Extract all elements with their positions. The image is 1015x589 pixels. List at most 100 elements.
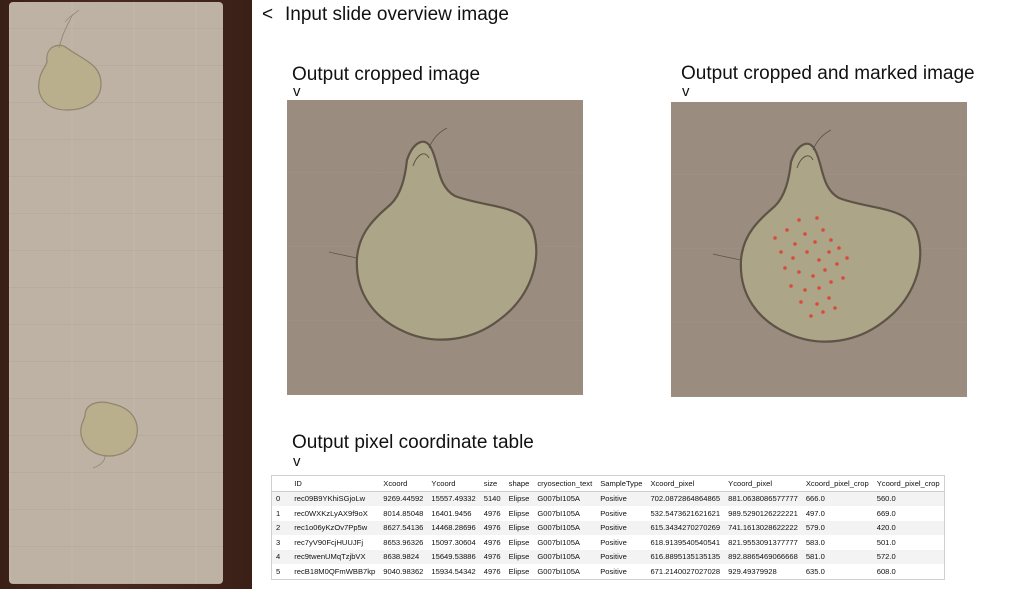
table-header-cell: ID <box>290 475 380 492</box>
table-cell: G007bI105A <box>537 566 580 576</box>
marked-tissue <box>712 129 922 343</box>
marker-dot <box>773 236 777 240</box>
marker-dot <box>797 218 801 222</box>
marker-dot <box>821 310 825 314</box>
table-cell: rec7yV90FcjHUUJFj <box>294 537 364 547</box>
table-cell: Positive <box>596 549 647 564</box>
table-header-cell: Ycoord_pixel <box>724 475 802 492</box>
tissue-section-bottom <box>80 401 138 457</box>
table-cell: rec1o06yKzOv7Pp5w <box>290 520 380 535</box>
table-row-index: 4 <box>271 549 291 564</box>
table-cell: 9040.98362 <box>383 566 424 576</box>
table-row-index: 1 <box>276 508 281 518</box>
marker-dot <box>779 250 783 254</box>
marker-dot <box>789 284 793 288</box>
table-header-cell: Xcoord_pixel <box>646 475 725 492</box>
table-cell: 532.5473621621621 <box>650 508 721 518</box>
marker-dot <box>811 274 815 278</box>
marker-dot <box>817 258 821 262</box>
marker-dot <box>815 302 819 306</box>
marker-dot <box>803 288 807 292</box>
table-cell: 16401.9456 <box>431 508 472 518</box>
table-cell: 608.0 <box>876 566 896 576</box>
table-header-cell: SampleType <box>596 475 647 492</box>
table-cell: 15097.30604 <box>431 537 476 547</box>
table-cell: Elipse <box>508 566 530 576</box>
cropped-image <box>287 100 583 395</box>
marker-dot <box>805 250 809 254</box>
table-cell: 671.2140027027028 <box>650 566 721 576</box>
slide-overview-image <box>0 0 252 589</box>
table-cell: 4976 <box>483 537 501 547</box>
table-cell: Positive <box>600 566 627 576</box>
table-cell: 4976 <box>479 549 505 564</box>
marker-dot <box>829 280 833 284</box>
table-cell: G007bI105A <box>533 491 597 506</box>
marker-dot <box>827 296 831 300</box>
cropped-caret: v <box>293 83 301 100</box>
table-cell: 618.9139540540541 <box>650 537 721 547</box>
marker-dot <box>797 270 801 274</box>
table-row-index: 0 <box>271 491 291 506</box>
cropped-label: Output cropped image <box>292 64 481 85</box>
slide-glass <box>9 2 223 584</box>
table-cell: 572.0 <box>872 549 945 564</box>
marker-dot <box>813 240 817 244</box>
table-cell: 15934.54342 <box>431 566 476 576</box>
table-label: Output pixel coordinate table <box>292 432 534 453</box>
marked-label: Output cropped and marked image <box>681 63 975 84</box>
table-cell: 501.0 <box>876 537 896 547</box>
table-cell: 579.0 <box>801 520 873 535</box>
input-label: Input slide overview image <box>285 4 509 25</box>
marker-dot <box>817 286 821 290</box>
table-cell: Positive <box>596 491 647 506</box>
table-cell: 669.0 <box>876 508 896 518</box>
table-cell: 15557.49332 <box>427 491 480 506</box>
tissue-section-top <box>38 44 102 111</box>
table-cell: 635.0 <box>805 566 825 576</box>
table-cell: 821.9553091377777 <box>728 537 798 547</box>
table-caret: v <box>293 453 301 470</box>
table-cell: 892.8865469066668 <box>724 549 802 564</box>
marker-dot <box>815 216 819 220</box>
table-cell: 8638.9824 <box>379 549 428 564</box>
marker-dot <box>827 250 831 254</box>
table-cell: 15649.53886 <box>427 549 480 564</box>
table-row-index: 2 <box>271 520 291 535</box>
table-cell: Elipse <box>504 549 534 564</box>
table-cell: 8014.85048 <box>383 508 424 518</box>
table-header-cell: cryosection_text <box>533 475 597 492</box>
table-cell: rec9twenUMqTzjbVX <box>290 549 380 564</box>
marker-dot <box>783 266 787 270</box>
marker-dot <box>837 246 841 250</box>
table-cell: 4976 <box>479 520 505 535</box>
input-arrow: < <box>262 4 274 25</box>
table-cell: rec0WXKzLyAX9f9oX <box>294 508 368 518</box>
cropped-tissue <box>328 127 538 341</box>
table-row-index: 3 <box>276 537 281 547</box>
table-cell: 881.0638086577777 <box>724 491 802 506</box>
table-header-cell: Ycoord_pixel_crop <box>872 475 945 492</box>
table-cell: 616.8895135135135 <box>646 549 725 564</box>
marker-dot <box>829 238 833 242</box>
table-cell: 9269.44592 <box>379 491 428 506</box>
table-cell: 14468.28696 <box>427 520 480 535</box>
table-cell: 989.5290126222221 <box>728 508 798 518</box>
table-cell: Elipse <box>508 508 530 518</box>
table-cell: 581.0 <box>801 549 873 564</box>
table-header-cell: Xcoord_pixel_crop <box>801 475 873 492</box>
table-cell: G007bI105A <box>533 520 597 535</box>
marker-dot <box>821 228 825 232</box>
table-cell: Positive <box>600 537 627 547</box>
marker-layer <box>773 216 849 318</box>
table-header-cell: size <box>479 475 505 492</box>
table-cell: 741.1613028622222 <box>724 520 802 535</box>
table-cell: 583.0 <box>805 537 825 547</box>
table-cell: 4976 <box>483 566 501 576</box>
marker-dot <box>785 228 789 232</box>
